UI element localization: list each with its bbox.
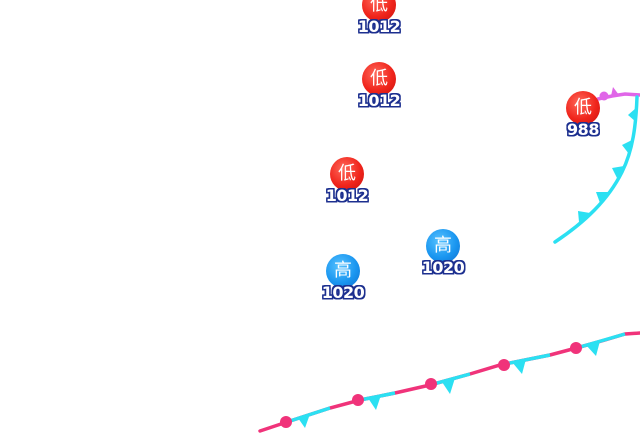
- cold-front-triangle: [596, 192, 609, 203]
- occluded-front-semicircle: [599, 91, 609, 101]
- cold-front-triangle: [512, 359, 526, 374]
- cold-front-triangle: [368, 395, 381, 410]
- low-pressure-symbol: 低: [566, 91, 600, 125]
- cold-front-line: [553, 95, 639, 244]
- low-pressure-center[interactable]: 低 1012: [349, 0, 409, 35]
- warm-front-semicircle: [352, 394, 364, 406]
- pressure-value: 1020: [421, 258, 465, 277]
- cold-front-triangle: [298, 414, 310, 428]
- cold-front-triangle: [586, 341, 600, 356]
- pressure-value: 988: [567, 120, 599, 139]
- cold-front-triangle: [578, 211, 590, 222]
- pressure-value: 1012: [357, 17, 401, 36]
- stationary-front-cold-segment: [289, 406, 331, 423]
- high-pressure-symbol: 高: [326, 254, 360, 288]
- high-pressure-center[interactable]: 高 1020: [413, 229, 473, 276]
- occluded-front-triangle: [611, 87, 619, 96]
- low-pressure-center[interactable]: 低 1012: [317, 157, 377, 204]
- cold-front-east: [553, 95, 639, 244]
- low-pressure-symbol: 低: [362, 0, 396, 22]
- warm-front-semicircle: [498, 359, 510, 371]
- warm-front-semicircle: [570, 342, 582, 354]
- occluded-front-east: [596, 87, 640, 101]
- high-pressure-symbol: 高: [426, 229, 460, 263]
- cold-front-triangle: [612, 166, 624, 178]
- low-pressure-center[interactable]: 低 988: [553, 91, 613, 138]
- low-pressure-symbol: 低: [362, 62, 396, 96]
- warm-front-semicircle: [280, 416, 292, 428]
- pressure-value: 1012: [357, 91, 401, 110]
- warm-front-semicircle: [425, 378, 437, 390]
- cold-front-triangle: [628, 108, 636, 122]
- cold-front-triangle: [442, 378, 455, 394]
- high-pressure-center[interactable]: 高 1020: [313, 254, 373, 301]
- pressure-value: 1020: [321, 283, 365, 302]
- stationary-front-south: [258, 331, 640, 433]
- low-pressure-symbol: 低: [330, 157, 364, 191]
- cold-front-triangle: [622, 140, 632, 154]
- pressure-value: 1012: [325, 186, 369, 205]
- low-pressure-center[interactable]: 低 1012: [349, 62, 409, 109]
